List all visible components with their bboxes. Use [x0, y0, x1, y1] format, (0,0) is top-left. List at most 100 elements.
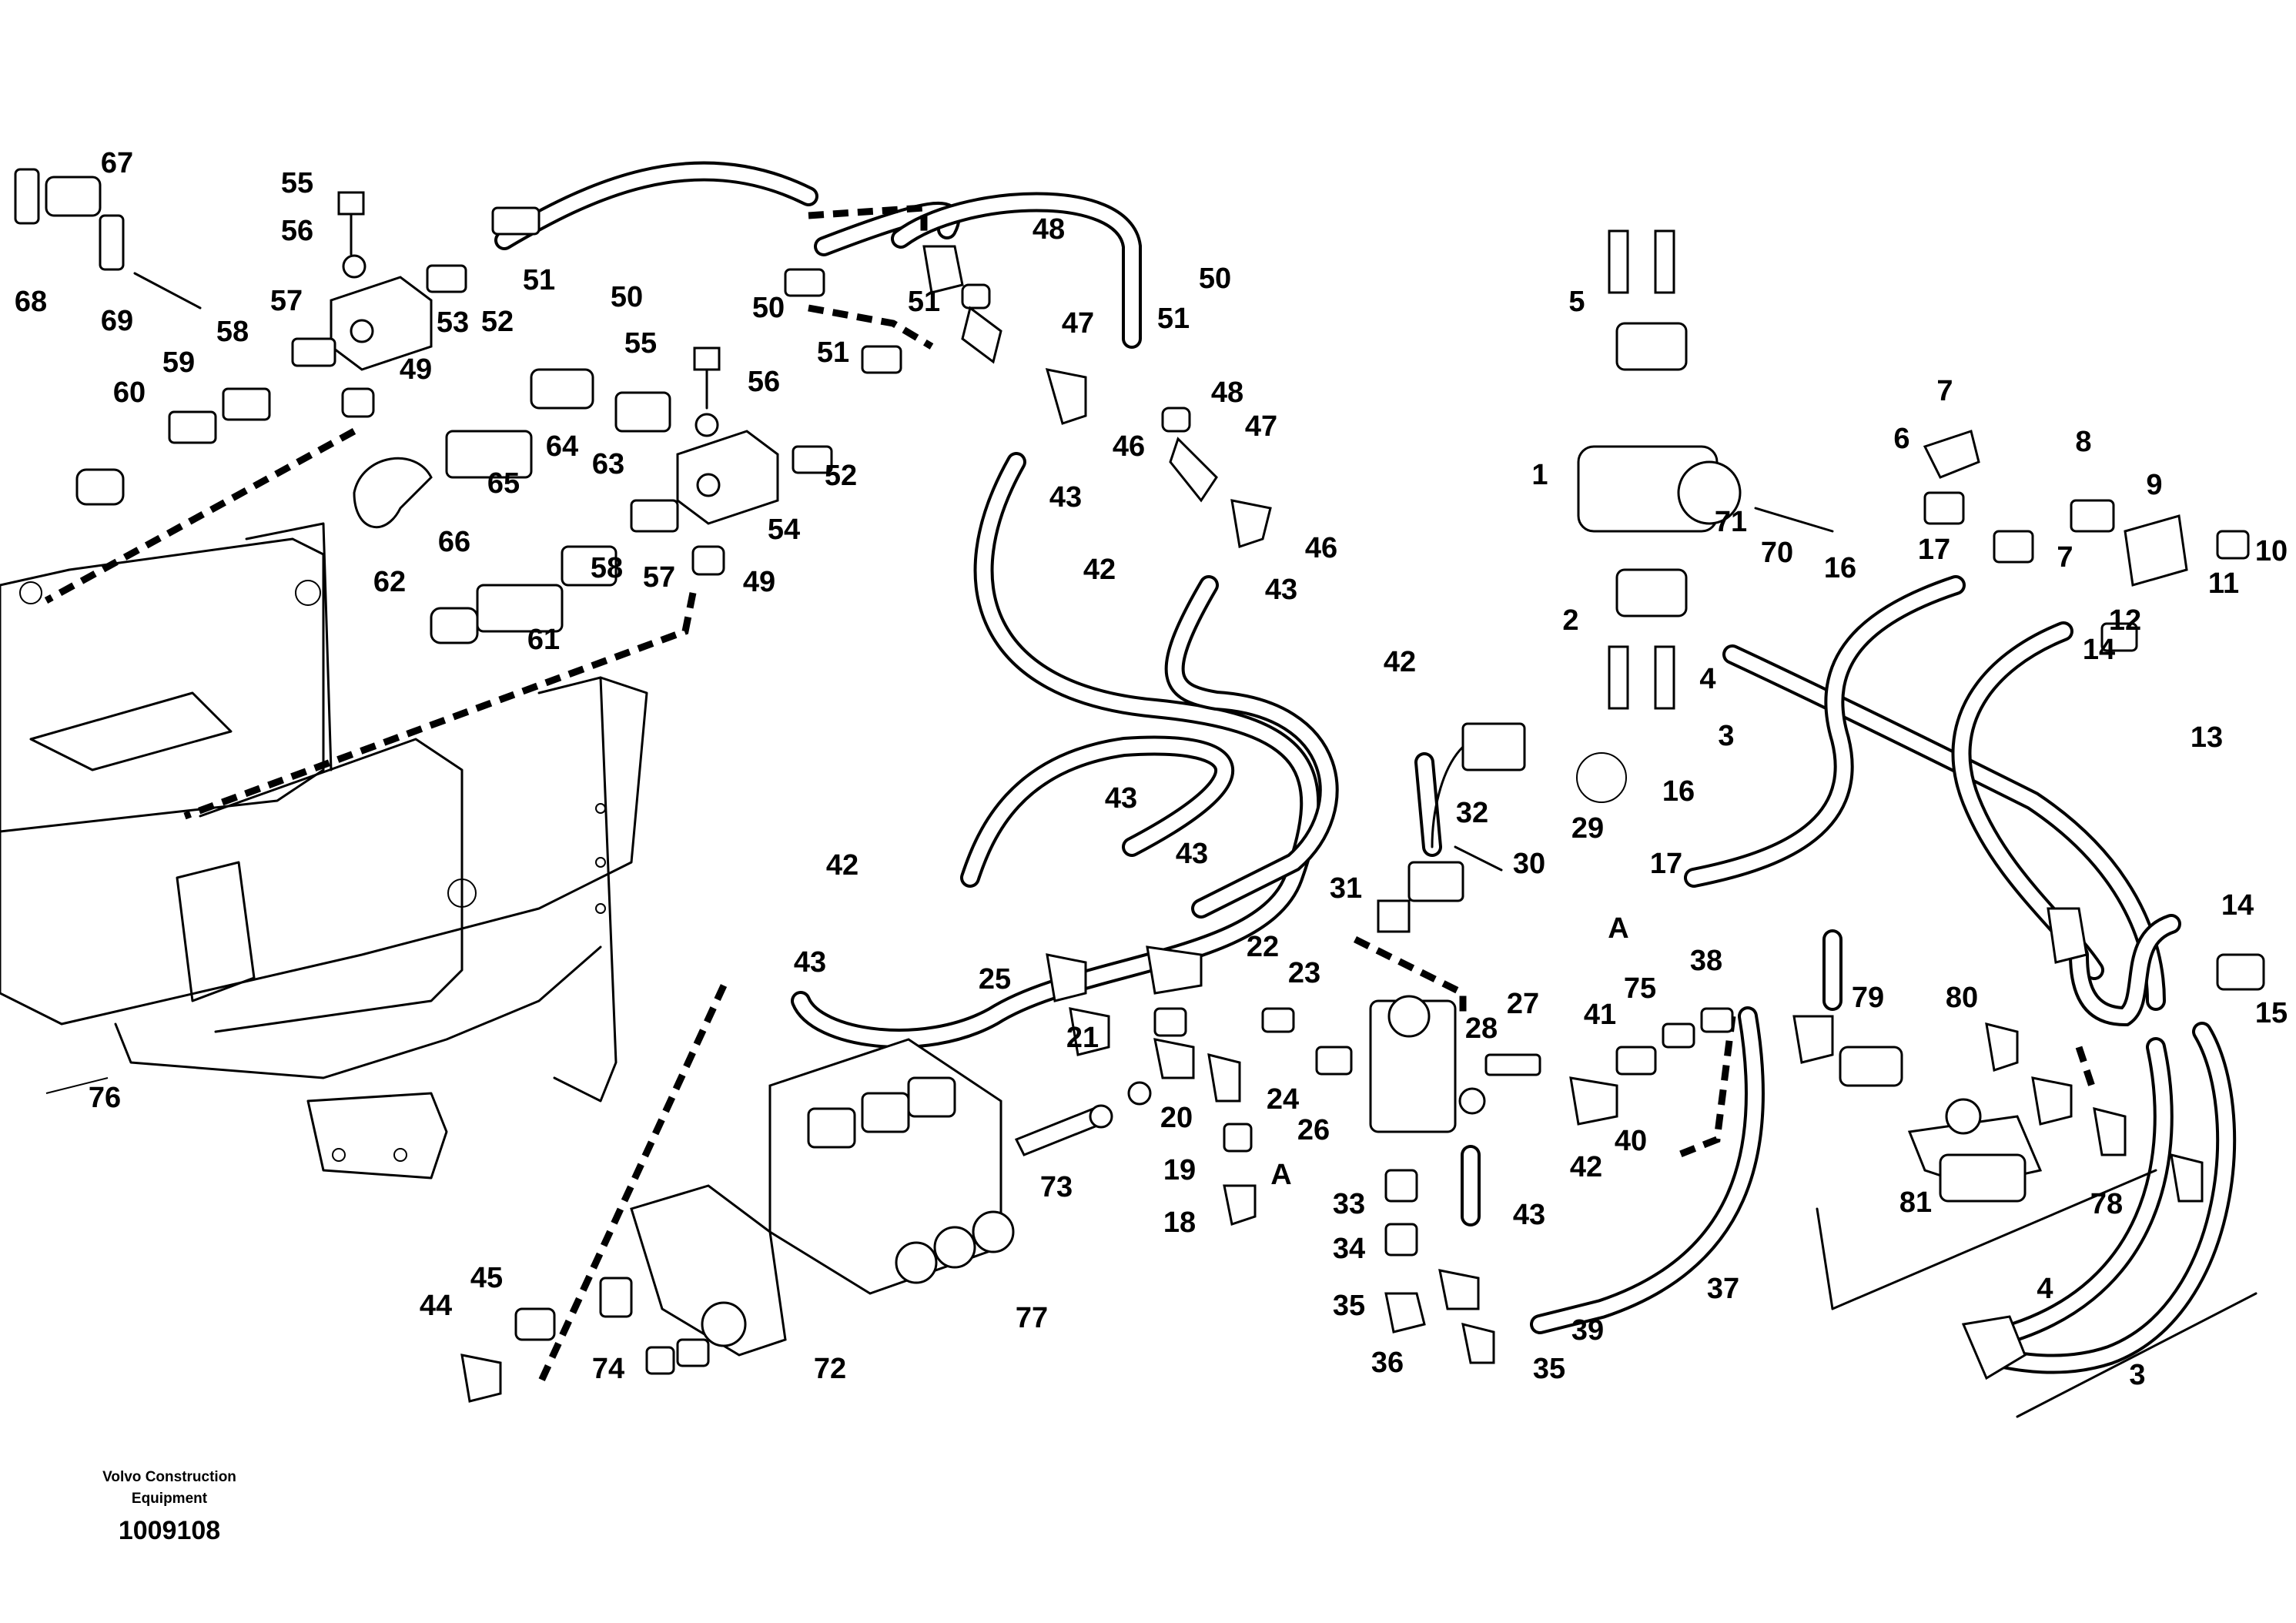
callout-6: 6	[1893, 423, 1909, 455]
callout-47: 47	[1245, 410, 1277, 443]
callout-31: 31	[1330, 872, 1362, 905]
callout-38: 38	[1690, 945, 1722, 977]
callout-49: 49	[743, 566, 775, 598]
callout-14: 14	[2083, 634, 2115, 666]
callout-A: A	[1270, 1159, 1291, 1191]
callout-46: 46	[1113, 430, 1145, 463]
callout-34: 34	[1333, 1233, 1365, 1265]
callout-45: 45	[470, 1262, 503, 1294]
brand-line-2: Equipment	[131, 1491, 208, 1507]
callout-68: 68	[15, 286, 47, 318]
callout-48: 48	[1211, 376, 1243, 409]
callout-61: 61	[527, 624, 560, 656]
callout-35: 35	[1333, 1290, 1365, 1322]
callout-60: 60	[113, 376, 146, 409]
callout-8: 8	[2075, 426, 2091, 458]
callout-52: 52	[825, 460, 857, 492]
callout-9: 9	[2146, 469, 2162, 501]
callout-22: 22	[1247, 931, 1279, 963]
callout-51: 51	[523, 264, 555, 296]
callout-15: 15	[2255, 997, 2288, 1029]
callout-47: 47	[1062, 307, 1094, 340]
callout-10: 10	[2255, 535, 2288, 567]
callout-25: 25	[979, 963, 1011, 996]
callout-50: 50	[752, 292, 785, 324]
callout-42: 42	[1083, 554, 1116, 586]
callout-58: 58	[216, 316, 249, 348]
callout-43: 43	[1513, 1199, 1545, 1231]
callout-42: 42	[1570, 1151, 1602, 1183]
callout-40: 40	[1615, 1125, 1647, 1157]
callout-11: 11	[2208, 567, 2239, 600]
callout-24: 24	[1267, 1083, 1299, 1116]
callout-64: 64	[546, 430, 578, 463]
callout-42: 42	[826, 849, 858, 882]
callout-51: 51	[908, 286, 940, 318]
callout-79: 79	[1852, 982, 1884, 1014]
callout-43: 43	[1049, 481, 1082, 514]
callout-56: 56	[281, 215, 313, 247]
callout-1: 1	[1531, 459, 1548, 491]
callout-77: 77	[1016, 1302, 1048, 1334]
callout-18: 18	[1163, 1206, 1196, 1239]
callout-29: 29	[1571, 812, 1604, 845]
callout-13: 13	[2191, 721, 2223, 754]
brand-line-1: Volvo Construction	[102, 1469, 236, 1485]
callout-72: 72	[814, 1353, 846, 1385]
callout-33: 33	[1333, 1188, 1365, 1220]
callout-69: 69	[101, 305, 133, 337]
callout-14: 14	[2221, 889, 2254, 922]
callout-7: 7	[1936, 375, 1953, 407]
callout-75: 75	[1624, 972, 1656, 1005]
callout-30: 30	[1513, 848, 1545, 880]
callout-12: 12	[2109, 604, 2141, 637]
callout-55: 55	[624, 327, 657, 360]
callout-17: 17	[1650, 848, 1682, 880]
callout-39: 39	[1571, 1314, 1604, 1347]
callout-41: 41	[1584, 999, 1616, 1031]
callout-37: 37	[1707, 1273, 1739, 1305]
callout-76: 76	[89, 1082, 121, 1114]
callout-16: 16	[1824, 552, 1856, 584]
callout-80: 80	[1946, 982, 1978, 1014]
callout-2: 2	[1562, 604, 1578, 637]
callout-43: 43	[1105, 782, 1137, 815]
callout-3: 3	[2129, 1359, 2145, 1391]
callout-A: A	[1608, 912, 1628, 945]
callout-74: 74	[592, 1353, 624, 1385]
callout-17: 17	[1918, 534, 1950, 566]
callout-4: 4	[2037, 1273, 2053, 1305]
callout-70: 70	[1761, 537, 1793, 569]
callout-26: 26	[1297, 1114, 1330, 1146]
components	[14, 168, 2265, 1418]
callout-57: 57	[643, 561, 675, 594]
callout-7: 7	[2057, 541, 2073, 574]
callout-55: 55	[281, 167, 313, 199]
callout-59: 59	[162, 346, 195, 379]
callout-23: 23	[1288, 957, 1320, 989]
callout-81: 81	[1899, 1186, 1932, 1219]
callout-21: 21	[1066, 1022, 1099, 1054]
callout-65: 65	[487, 467, 520, 500]
callout-43: 43	[794, 946, 826, 979]
callout-63: 63	[592, 448, 624, 480]
callout-43: 43	[1265, 574, 1297, 606]
callout-42: 42	[1384, 646, 1416, 678]
callout-5: 5	[1568, 286, 1585, 318]
callout-54: 54	[768, 514, 800, 546]
callout-51: 51	[817, 336, 849, 369]
callout-19: 19	[1163, 1154, 1196, 1186]
callout-46: 46	[1305, 532, 1337, 564]
callout-67: 67	[101, 147, 133, 179]
callout-4: 4	[1699, 663, 1715, 695]
callout-50: 50	[611, 281, 643, 313]
callout-52: 52	[481, 306, 514, 338]
callout-56: 56	[748, 366, 780, 398]
callout-62: 62	[373, 566, 406, 598]
callout-66: 66	[438, 526, 470, 558]
drawing-number: 1009108	[118, 1516, 221, 1545]
callout-44: 44	[420, 1290, 452, 1322]
